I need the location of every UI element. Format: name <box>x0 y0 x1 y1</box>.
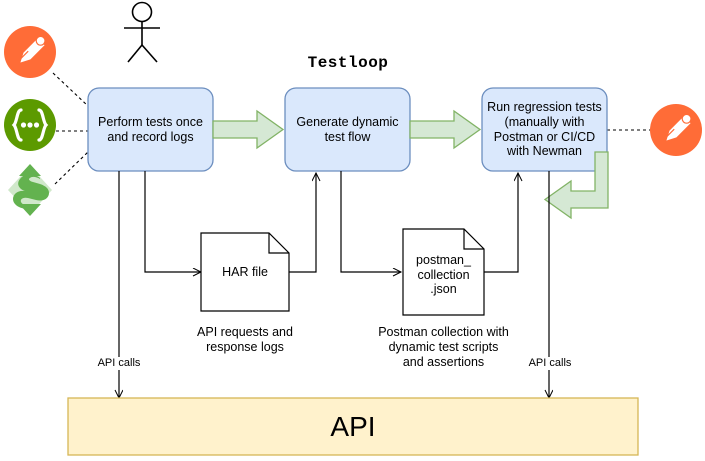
document-shape-postman-collection[interactable] <box>402 228 485 316</box>
connector-generate-to-collection <box>340 171 401 272</box>
green-arrow-2 <box>409 109 482 150</box>
connector-postman-to-perform <box>52 72 89 107</box>
postman-icon[interactable] <box>4 26 56 78</box>
insomnia-icon[interactable] <box>4 99 56 151</box>
process-box-perform-tests[interactable] <box>87 87 214 172</box>
stick-figure-actor <box>124 1 160 63</box>
connector-charles-to-perform <box>54 151 89 185</box>
connector-collection-to-regression <box>484 173 518 273</box>
document-fold-har-file <box>268 233 289 254</box>
postman-icon-right[interactable] <box>650 104 702 156</box>
process-box-run-regression[interactable] <box>481 87 608 172</box>
document-shape-har-file[interactable] <box>200 232 290 312</box>
tool-connectors <box>52 72 89 185</box>
document-fold-postman-collection <box>463 229 484 250</box>
connector-perform-to-har <box>144 171 201 272</box>
charles-proxy-icon[interactable] <box>8 164 52 216</box>
process-box-generate-flow[interactable] <box>284 87 411 172</box>
green-arrow-1 <box>212 109 285 150</box>
green-loop-back-arrow <box>543 151 609 220</box>
connector-har-to-generate <box>289 173 316 273</box>
api-box[interactable] <box>67 397 639 456</box>
